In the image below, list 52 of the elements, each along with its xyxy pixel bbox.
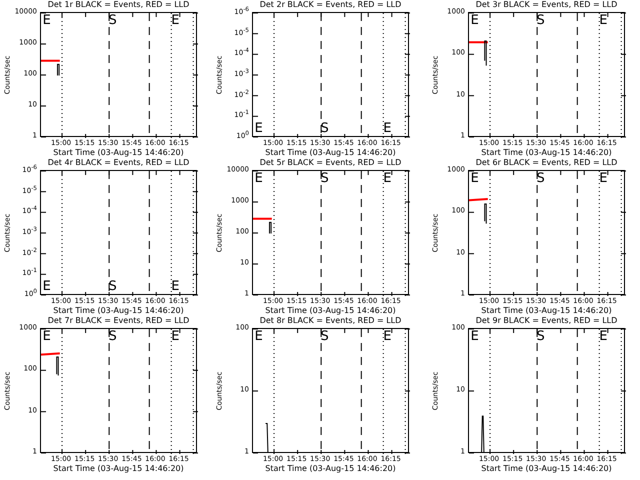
event-marker: E <box>171 280 180 293</box>
event-marker: S <box>536 330 545 343</box>
event-marker: E <box>42 330 51 343</box>
axis-title: Start Time (03-Aug-15 14:46:20) <box>481 307 612 315</box>
plot-frame <box>468 170 625 295</box>
event-marker: S <box>320 172 329 185</box>
event-marker: E <box>42 14 51 27</box>
event-marker: E <box>470 330 479 343</box>
plot-frame <box>40 12 197 137</box>
chart-title: Det 7r BLACK = Events, RED = LLD <box>48 317 190 325</box>
plot-frame <box>40 328 197 453</box>
event-marker: E <box>254 122 263 135</box>
event-marker: E <box>254 330 263 343</box>
plot-frame <box>468 12 625 137</box>
chart-title: Det 5r BLACK = Events, RED = LLD <box>260 159 402 167</box>
chart-title: Det 6r BLACK = Events, RED = LLD <box>476 159 618 167</box>
chart-title: Det 9r BLACK = Events, RED = LLD <box>476 317 618 325</box>
event-marker: E <box>42 280 51 293</box>
event-marker: S <box>536 14 545 27</box>
plot-frame <box>468 328 625 453</box>
event-marker: S <box>108 330 117 343</box>
event-marker: E <box>254 172 263 185</box>
event-marker: S <box>536 172 545 185</box>
axis-title: Start Time (03-Aug-15 14:46:20) <box>481 465 612 473</box>
event-marker: E <box>383 172 392 185</box>
axis-title: Start Time (03-Aug-15 14:46:20) <box>53 307 184 315</box>
chart-title: Det 2r BLACK = Events, RED = LLD <box>260 1 402 9</box>
plot-frame <box>252 12 409 137</box>
event-marker: E <box>470 172 479 185</box>
axis-title: Start Time (03-Aug-15 14:46:20) <box>265 149 396 157</box>
event-marker: E <box>171 330 180 343</box>
event-marker: E <box>383 330 392 343</box>
chart-title: Det 4r BLACK = Events, RED = LLD <box>48 159 190 167</box>
axis-title: Start Time (03-Aug-15 14:46:20) <box>53 149 184 157</box>
event-marker: S <box>108 14 117 27</box>
chart-title: Det 3r BLACK = Events, RED = LLD <box>476 1 618 9</box>
chart-title: Det 8r BLACK = Events, RED = LLD <box>260 317 402 325</box>
event-marker: S <box>320 330 329 343</box>
event-marker: E <box>599 14 608 27</box>
chart-title: Det 1r BLACK = Events, RED = LLD <box>48 1 190 9</box>
plot-frame <box>252 170 409 295</box>
axis-title: Start Time (03-Aug-15 14:46:20) <box>53 465 184 473</box>
axis-title: Start Time (03-Aug-15 14:46:20) <box>481 149 612 157</box>
event-marker: E <box>171 14 180 27</box>
plot-frame <box>252 328 409 453</box>
event-marker: E <box>599 172 608 185</box>
event-marker: E <box>599 330 608 343</box>
plot-frame <box>40 170 197 295</box>
event-marker: E <box>470 14 479 27</box>
axis-title: Start Time (03-Aug-15 14:46:20) <box>265 307 396 315</box>
axis-title: Start Time (03-Aug-15 14:46:20) <box>265 465 396 473</box>
event-marker: E <box>383 122 392 135</box>
